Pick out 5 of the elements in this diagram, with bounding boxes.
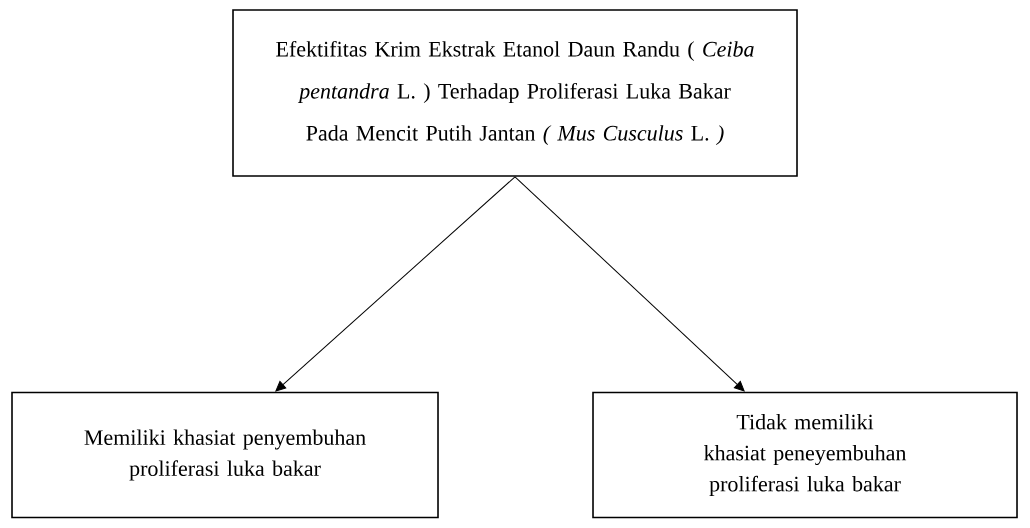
arrow (275, 176, 516, 392)
text-box: Memiliki khasiat penyembuhan proliferasi luka bakar (11, 391, 439, 519)
text-box: Tidak memiliki khasiat peneyembuhan proliferasi luka bakar (592, 391, 1018, 519)
text-box: Efektifitas Krim Ekstrak Etanol Daun Randu ( Ceiba pentandra L. ) Terhadap Proliferasi Luka Bakar Pada Mencit Putih Jantan ( Mus Cusculus L. ) (232, 9, 798, 177)
arrow (514, 176, 745, 392)
